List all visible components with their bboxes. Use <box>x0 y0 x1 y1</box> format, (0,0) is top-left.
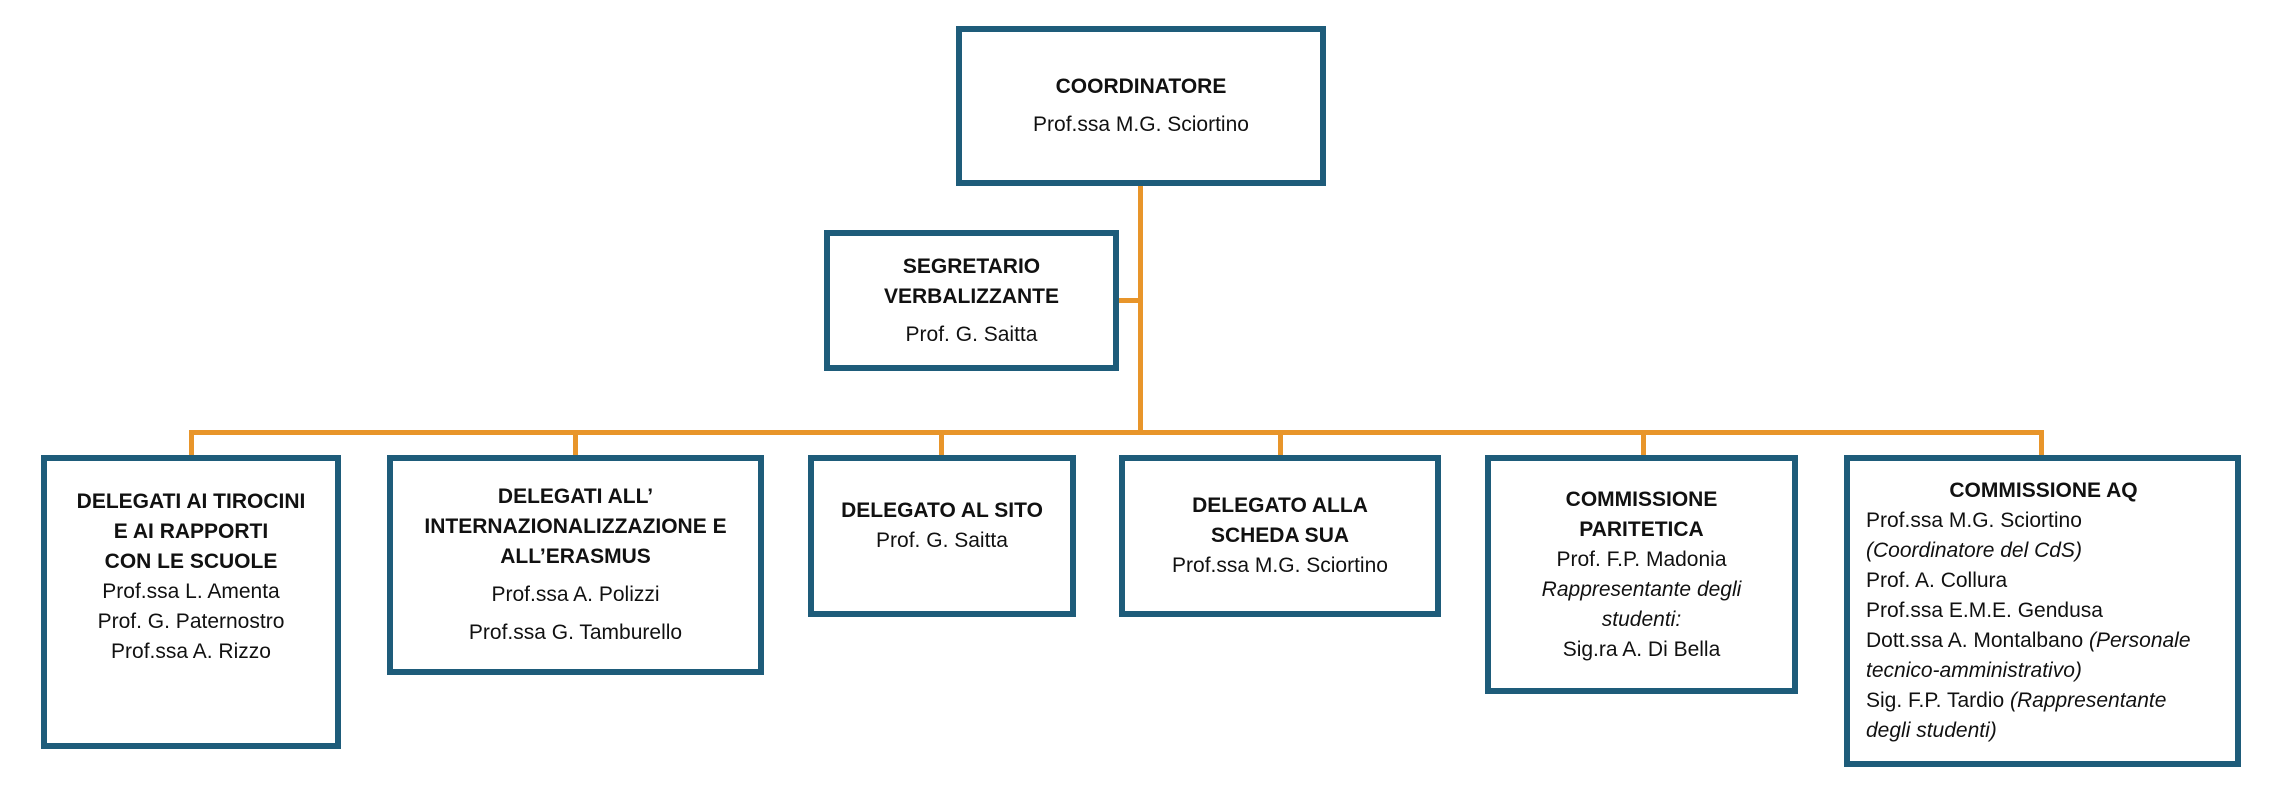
aq-commission-box: COMMISSIONE AQ Prof.ssa M.G. Sciortino (… <box>1844 455 2241 767</box>
member: Prof.ssa M.G. Sciortino <box>1172 554 1388 577</box>
member-name: Prof.ssa E.M.E. Gendusa <box>1866 599 2103 622</box>
member: Prof.ssa L. Amenta <box>102 580 280 603</box>
box-title: E AI RAPPORTI <box>113 520 269 543</box>
connector-bus <box>189 430 2044 435</box>
connector-drop-2 <box>573 430 578 458</box>
member: Prof. A. Collura <box>1866 566 2007 596</box>
connector-drop-5 <box>1641 430 1646 458</box>
box-title: PARITETICA <box>1579 517 1704 541</box>
member: Dott.ssa A. Montalbano (Personale <box>1866 626 2191 656</box>
box-title: COMMISSIONE AQ <box>1949 479 2138 502</box>
member: degli studenti) <box>1866 716 1997 746</box>
coordinator-name: Prof.ssa M.G. Sciortino <box>1033 113 1249 136</box>
member-role: studenti: <box>1602 605 1681 635</box>
paritetica-commission-box: COMMISSIONE PARITETICA Prof. F.P. Madoni… <box>1485 455 1798 694</box>
box-title: DELEGATO AL SITO <box>841 499 1043 522</box>
role-text: studenti: <box>1601 607 1682 631</box>
member-role: degli studenti) <box>1866 719 1997 742</box>
member: tecnico-amministrativo) <box>1866 656 2082 686</box>
box-title: SCHEDA SUA <box>1210 524 1350 547</box>
member-role: Rappresentante degli <box>1542 575 1742 605</box>
tirocini-delegates-box: DELEGATI AI TIROCINI E AI RAPPORTI CON L… <box>41 455 341 749</box>
box-title: INTERNAZIONALIZZAZIONE E <box>424 515 727 538</box>
box-title: CON LE SCUOLE <box>104 550 278 573</box>
role-text: Rappresentante degli <box>1541 577 1742 601</box>
box-title: DELEGATI AI TIROCINI <box>76 490 306 513</box>
member: Prof.ssa M.G. Sciortino <box>1866 506 2082 536</box>
box-title: ALL’ERASMUS <box>500 545 651 568</box>
member-name: Sig. F.P. Tardio <box>1866 689 2010 712</box>
member-role: (Coordinatore del CdS) <box>1866 539 2082 562</box>
connector-drop-1 <box>189 430 194 458</box>
connector-drop-3 <box>939 430 944 458</box>
member: Prof. G. Saitta <box>876 529 1008 552</box>
secretary-name: Prof. G. Saitta <box>905 322 1038 346</box>
member-role: (Personale <box>2088 629 2191 652</box>
member-role: (Rappresentante <box>2009 689 2167 712</box>
member: Sig. F.P. Tardio (Rappresentante <box>1866 686 2166 716</box>
member: Sig.ra A. Di Bella <box>1562 637 1721 661</box>
member: Prof.ssa G. Tamburello <box>468 621 683 644</box>
coordinator-title: COORDINATORE <box>1055 75 1227 98</box>
member: Prof.ssa A. Rizzo <box>111 640 271 663</box>
member-role: tecnico-amministrativo) <box>1866 659 2082 682</box>
connector-drop-6 <box>2039 430 2044 458</box>
member-name: Dott.ssa A. Montalbano <box>1866 629 2089 652</box>
sua-delegate-box: DELEGATO ALLA SCHEDA SUA Prof.ssa M.G. S… <box>1119 455 1441 617</box>
box-title: COMMISSIONE <box>1565 487 1718 511</box>
member: Prof.ssa E.M.E. Gendusa <box>1866 596 2103 626</box>
connector-secretary <box>1116 298 1140 303</box>
secretary-box: SEGRETARIO VERBALIZZANTE Prof. G. Saitta <box>824 230 1119 371</box>
member: Prof. G. Paternostro <box>97 610 285 633</box>
member: Prof.ssa A. Polizzi <box>491 583 660 606</box>
member: Prof. F.P. Madonia <box>1556 547 1727 571</box>
member-name: Prof. A. Collura <box>1866 569 2008 592</box>
connector-drop-4 <box>1278 430 1283 458</box>
secretary-title-1: SEGRETARIO <box>902 254 1041 278</box>
box-title: DELEGATO ALLA <box>1192 494 1368 517</box>
member-name: Prof.ssa M.G. Sciortino <box>1866 509 2082 532</box>
box-title: DELEGATI ALL’ <box>497 485 654 508</box>
site-delegate-box: DELEGATO AL SITO Prof. G. Saitta <box>808 455 1076 617</box>
secretary-title-2: VERBALIZZANTE <box>884 284 1059 308</box>
coordinator-box: COORDINATORE Prof.ssa M.G. Sciortino <box>956 26 1326 186</box>
connector-trunk <box>1138 185 1143 435</box>
member: (Coordinatore del CdS) <box>1866 536 2082 566</box>
erasmus-delegates-box: DELEGATI ALL’ INTERNAZIONALIZZAZIONE E A… <box>387 455 764 675</box>
